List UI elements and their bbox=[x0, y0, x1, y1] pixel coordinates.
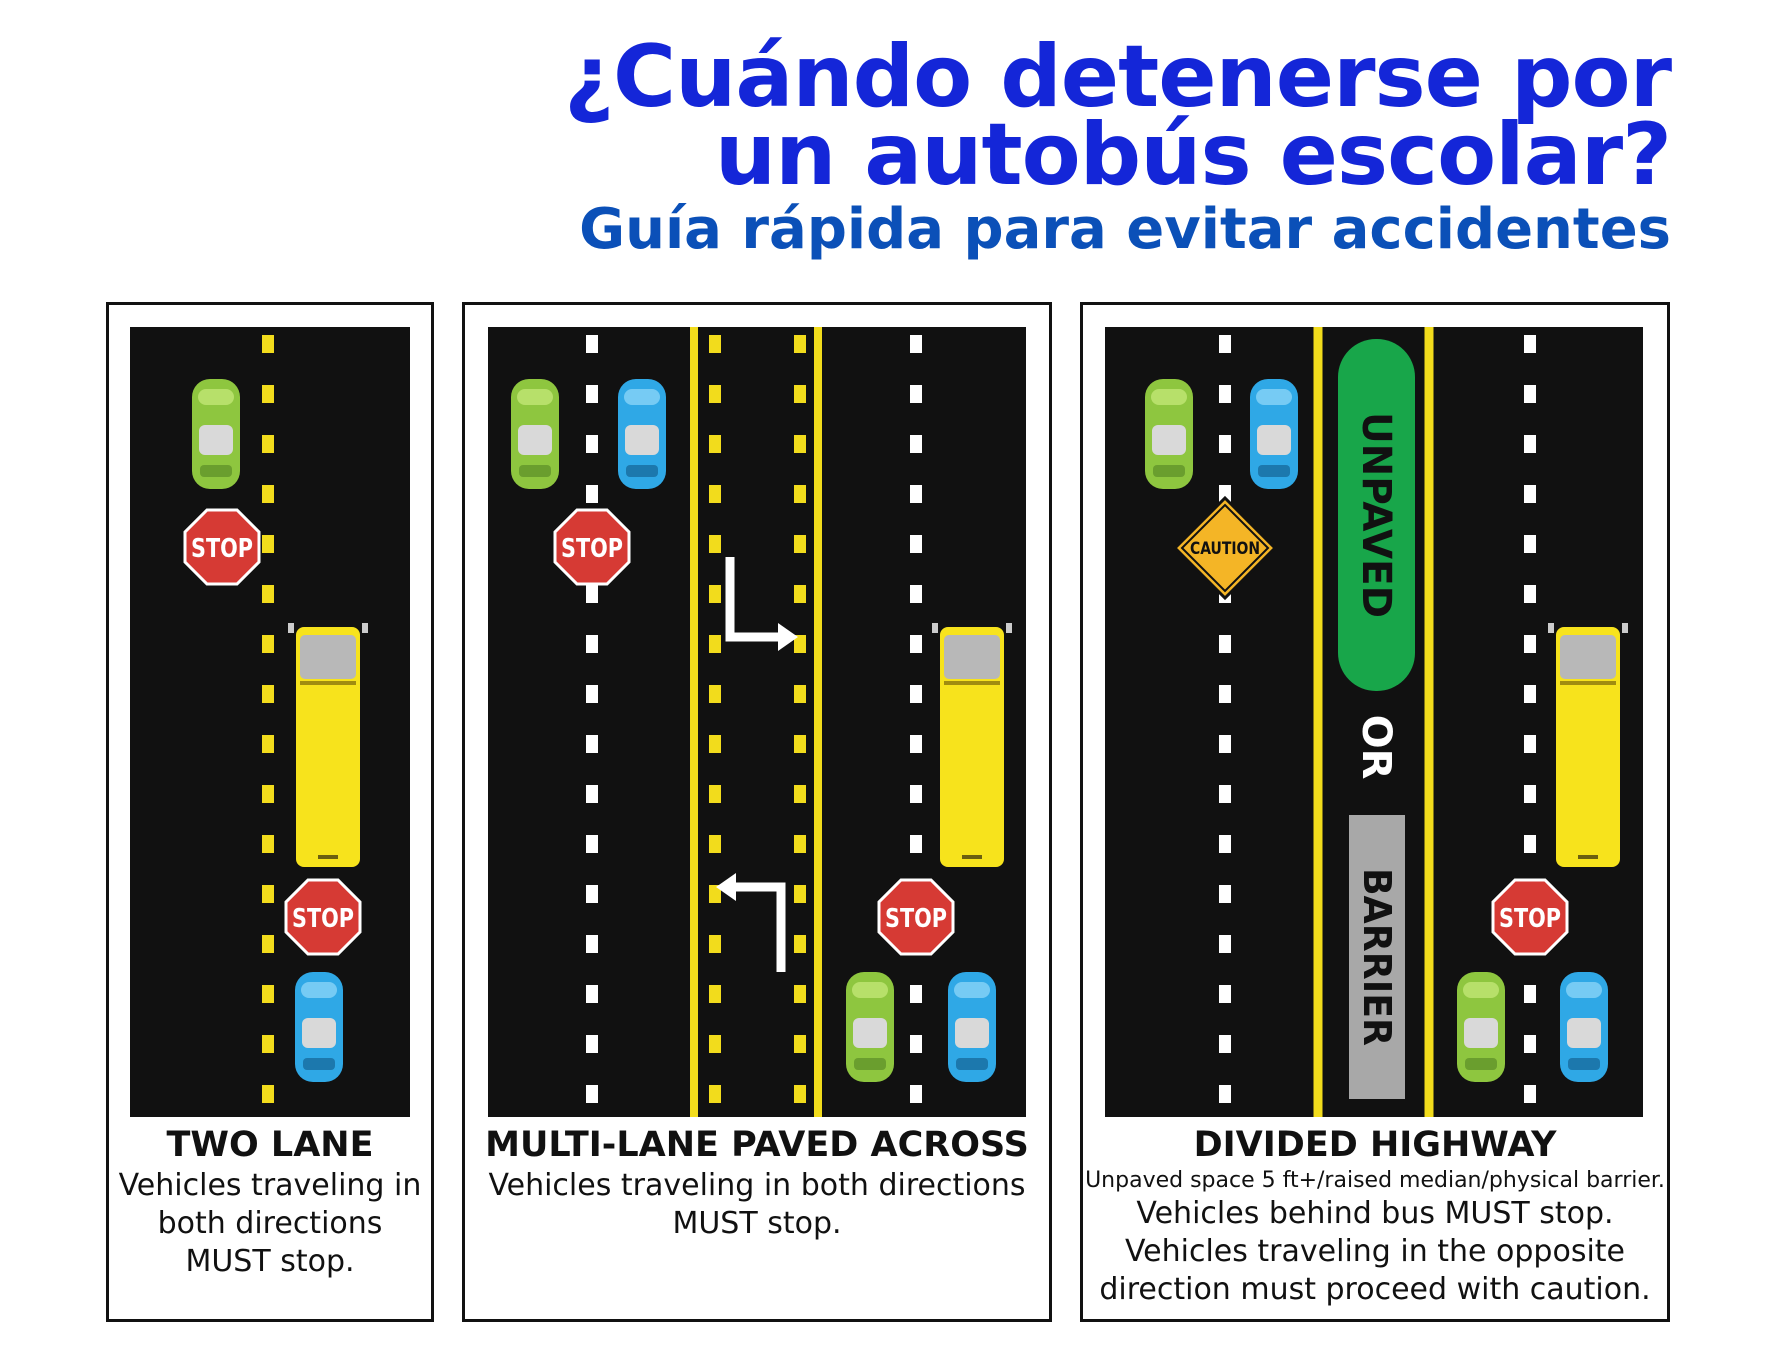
physical-barrier bbox=[1349, 815, 1405, 1099]
caution-sign: CAUTION bbox=[1172, 495, 1278, 601]
car-blue bbox=[295, 972, 343, 1082]
page-title-line1: ¿Cuándo detenerse por bbox=[564, 27, 1672, 127]
car-blue bbox=[1560, 972, 1608, 1082]
median-barrier-label: BARRIER bbox=[1355, 868, 1399, 1046]
median-unpaved-label: UNPAVED bbox=[1353, 412, 1399, 618]
panel-text: Vehicles traveling in both directions bbox=[488, 1168, 1026, 1203]
page-title-line2: un autobús escolar? bbox=[714, 105, 1672, 205]
caption-divided-highway: DIVIDED HIGHWAY Unpaved space 5 ft+/rais… bbox=[1083, 1123, 1667, 1309]
panel-text: MUST stop. bbox=[672, 1206, 842, 1241]
stop-sign-label: STOP bbox=[191, 534, 253, 564]
car-blue bbox=[948, 972, 996, 1082]
road-divided-highway: UNPAVED OR BARRIER CAUTION STOP bbox=[1105, 327, 1643, 1117]
car-green bbox=[846, 972, 894, 1082]
panel-title: MULTI-LANE PAVED ACROSS bbox=[485, 1125, 1029, 1165]
car-blue bbox=[1250, 379, 1298, 489]
stop-sign-label: STOP bbox=[292, 904, 354, 934]
road-multi-lane: STOP STOP bbox=[488, 327, 1026, 1117]
panel-note: Unpaved space 5 ft+/raised median/physic… bbox=[1085, 1168, 1665, 1193]
panel-text: both directions bbox=[157, 1206, 383, 1241]
stop-sign: STOP bbox=[1491, 878, 1569, 956]
stop-sign: STOP bbox=[877, 878, 955, 956]
stop-sign-label: STOP bbox=[1499, 904, 1561, 934]
school-bus bbox=[932, 623, 1012, 867]
panel-text: Vehicles behind bus MUST stop. bbox=[1136, 1196, 1614, 1231]
stop-sign: STOP bbox=[284, 878, 362, 956]
stop-sign: STOP bbox=[553, 508, 631, 586]
unpaved-median bbox=[1338, 339, 1415, 691]
panel-title: DIVIDED HIGHWAY bbox=[1193, 1125, 1557, 1165]
school-bus bbox=[288, 623, 368, 867]
caption-two-lane: TWO LANE Vehicles traveling in both dire… bbox=[109, 1123, 431, 1281]
panel-divided-highway: UNPAVED OR BARRIER CAUTION STOP DIVIDED … bbox=[1080, 302, 1670, 1322]
page-subtitle: Guía rápida para evitar accidentes bbox=[579, 197, 1671, 262]
panel-title: TWO LANE bbox=[166, 1125, 374, 1165]
panel-text: MUST stop. bbox=[185, 1244, 355, 1279]
turn-arrow-icon bbox=[716, 873, 786, 972]
panel-text: direction must proceed with caution. bbox=[1099, 1272, 1651, 1307]
stop-sign-label: STOP bbox=[561, 534, 623, 564]
car-green bbox=[1145, 379, 1193, 489]
stop-sign-label: STOP bbox=[885, 904, 947, 934]
car-green bbox=[192, 379, 240, 489]
stop-sign: STOP bbox=[183, 508, 261, 586]
school-bus bbox=[1548, 623, 1628, 867]
panel-text: Vehicles traveling in the opposite bbox=[1124, 1234, 1626, 1269]
turn-arrow-icon bbox=[725, 557, 798, 651]
car-green bbox=[511, 379, 559, 489]
panel-multi-lane: STOP STOP MULTI-LANE PAVED ACROSS Vehicl… bbox=[462, 302, 1052, 1322]
caution-sign-label: CAUTION bbox=[1190, 539, 1260, 559]
panel-two-lane: STOP STOP TWO LANE Vehicles traveling in… bbox=[106, 302, 434, 1322]
header: ¿Cuándo detenerse por un autobús escolar… bbox=[564, 27, 1672, 266]
car-blue bbox=[618, 379, 666, 489]
median-or-label: OR bbox=[1353, 715, 1399, 780]
caption-multi-lane: MULTI-LANE PAVED ACROSS Vehicles traveli… bbox=[465, 1123, 1049, 1243]
panel-text: Vehicles traveling in bbox=[118, 1168, 422, 1203]
road-two-lane: STOP STOP bbox=[130, 327, 410, 1117]
car-green bbox=[1457, 972, 1505, 1082]
